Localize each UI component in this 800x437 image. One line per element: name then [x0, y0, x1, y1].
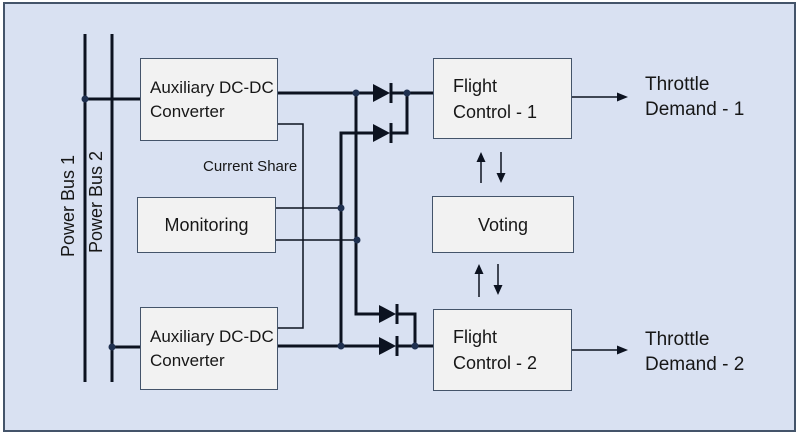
power-bus-2-label: Power Bus 2 — [86, 150, 106, 254]
aux-top-label-line2: Converter — [150, 101, 225, 121]
td2-line1: Throttle — [645, 329, 710, 350]
throttle-demand-2-label: Throttle Demand - 2 — [645, 327, 744, 377]
aux-dcdc-converter-top-block: Auxiliary DC-DC Converter — [140, 58, 278, 141]
voting-label: Voting — [477, 214, 529, 235]
aux-bottom-label-line2: Converter — [150, 350, 225, 370]
monitoring-block: Monitoring — [137, 197, 276, 253]
monitoring-label: Monitoring — [164, 215, 249, 235]
voting-block: Voting — [432, 196, 574, 253]
aux-dcdc-converter-bottom-block: Auxiliary DC-DC Converter — [140, 307, 278, 390]
fc2-label-line1: Flight — [453, 327, 498, 347]
current-share-label: Current Share — [203, 158, 298, 175]
diagram-canvas — [3, 2, 796, 432]
power-bus-1-label: Power Bus 1 — [58, 154, 78, 258]
aux-top-label-line1: Auxiliary DC-DC — [150, 77, 274, 97]
td1-line2: Demand - 1 — [645, 99, 745, 120]
fc2-label-line2: Control - 2 — [453, 353, 538, 373]
fc1-label-line2: Control - 1 — [453, 101, 538, 122]
td2-line2: Demand - 2 — [645, 354, 745, 375]
throttle-demand-1-label: Throttle Demand - 1 — [645, 72, 744, 122]
flight-control-2-block: Flight Control - 2 — [433, 309, 572, 391]
aux-bottom-label-line1: Auxiliary DC-DC — [150, 326, 274, 346]
flight-control-1-block: Flight Control - 1 — [433, 58, 572, 139]
fc1-label-line1: Flight — [453, 75, 498, 96]
td1-line1: Throttle — [645, 74, 710, 95]
